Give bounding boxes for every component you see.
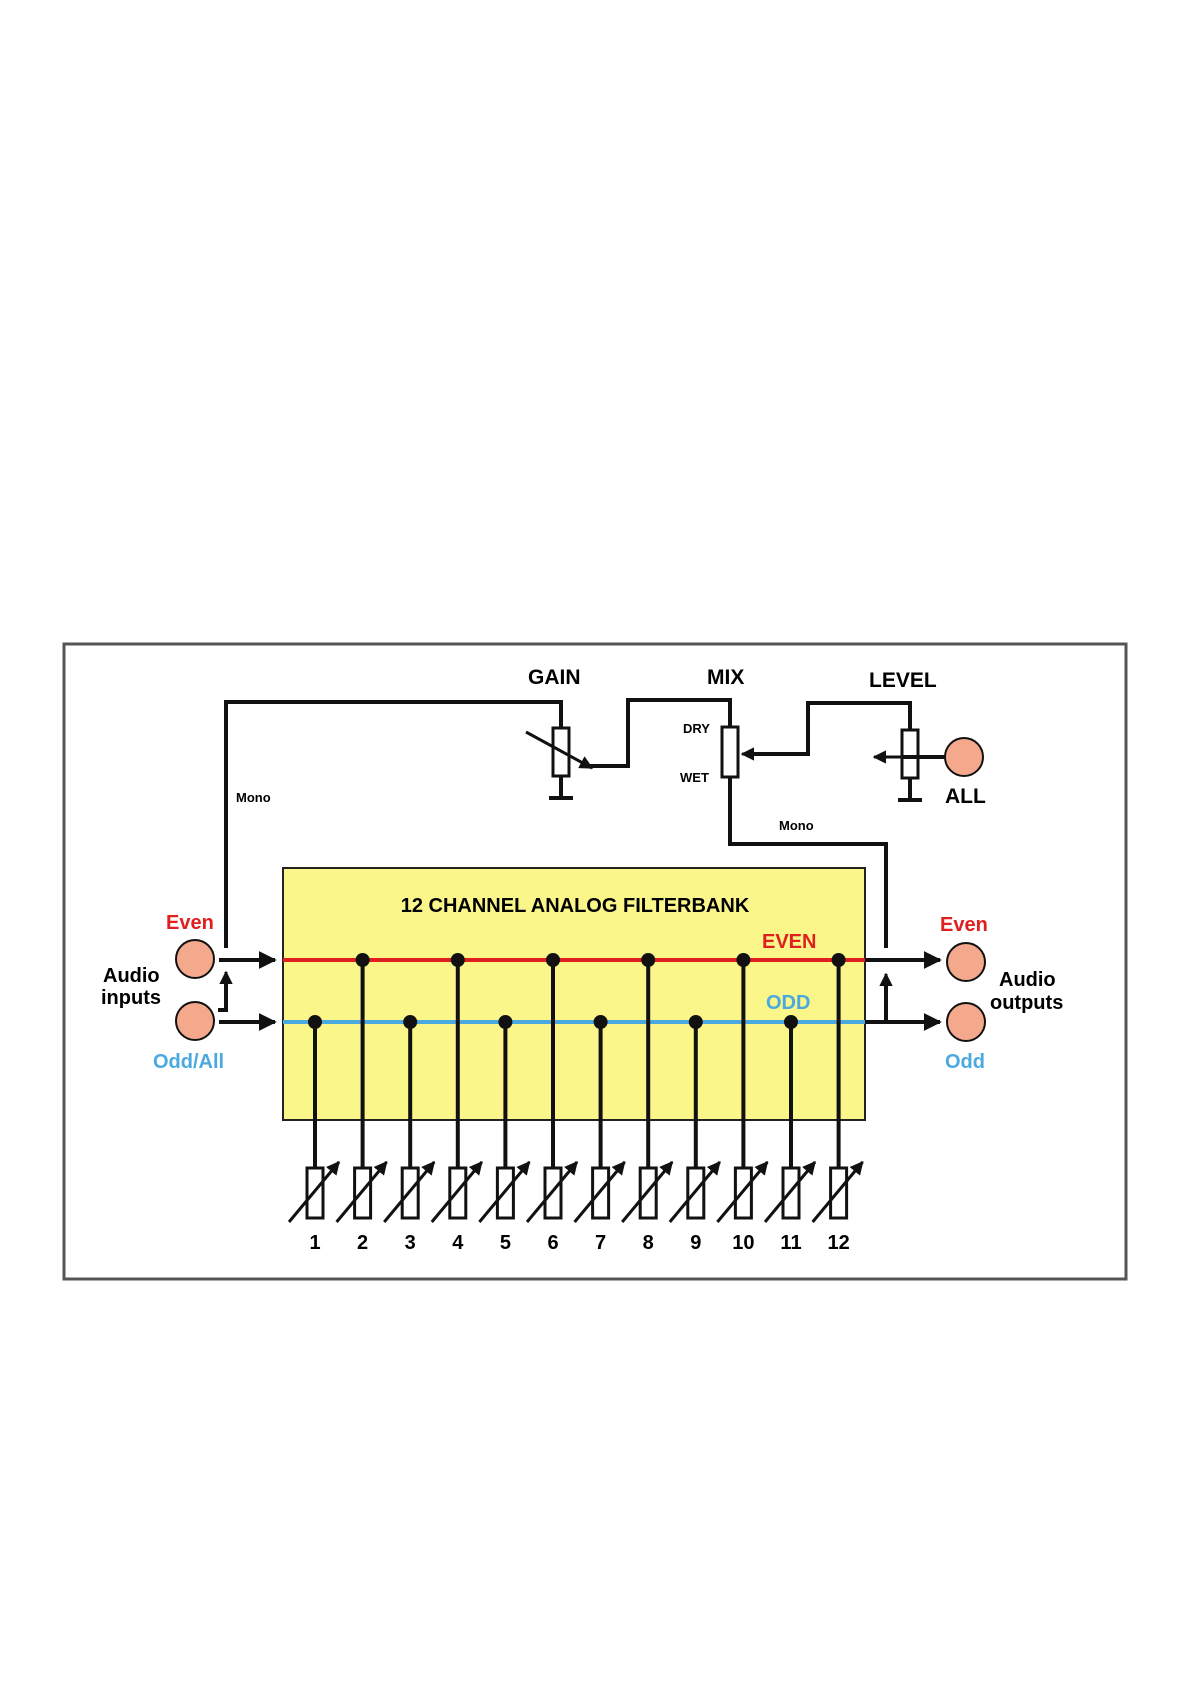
all-level-knob[interactable] (945, 738, 983, 776)
channel-7-bus-junction (594, 1015, 608, 1029)
even-input-jack[interactable] (176, 940, 214, 978)
channel-6-number: 6 (547, 1232, 558, 1254)
audio-inputs-label-line2: inputs (101, 987, 161, 1009)
wet-label: WET (680, 770, 709, 785)
channel-10-bus-junction (736, 953, 750, 967)
channel-1-bus-junction (308, 1015, 322, 1029)
channel-11-bus-junction (784, 1015, 798, 1029)
channel-3-bus-junction (403, 1015, 417, 1029)
audio-inputs-label-line1: Audio (103, 965, 160, 987)
level-potentiometer (902, 730, 918, 778)
channel-1-number: 1 (309, 1232, 320, 1254)
channel-2-bus-junction (356, 953, 370, 967)
even-output-jack[interactable] (947, 943, 985, 981)
audio-outputs-label-line1: Audio (999, 969, 1056, 991)
level-label: LEVEL (869, 669, 937, 692)
level-to-mix-wire (745, 703, 910, 754)
even-output-label: Even (940, 914, 988, 936)
mix-label: MIX (707, 666, 744, 689)
channel-8-number: 8 (643, 1232, 654, 1254)
channel-10-number: 10 (732, 1232, 754, 1254)
odd-input-jack[interactable] (176, 1002, 214, 1040)
channel-9-bus-junction (689, 1015, 703, 1029)
channel-5-bus-junction (498, 1015, 512, 1029)
channel-5-number: 5 (500, 1232, 511, 1254)
odd-input-label: Odd/All (153, 1051, 224, 1073)
channel-7-number: 7 (595, 1232, 606, 1254)
filterbank-title: 12 CHANNEL ANALOG FILTERBANK (401, 895, 750, 917)
even-bus-label: EVEN (762, 931, 816, 953)
channel-2-number: 2 (357, 1232, 368, 1254)
mono-input-label: Mono (236, 790, 271, 805)
channel-12-number: 12 (827, 1232, 849, 1254)
odd-bus-label: ODD (766, 992, 810, 1014)
channel-12-bus-junction (832, 953, 846, 967)
channel-3-number: 3 (405, 1232, 416, 1254)
even-input-label: Even (166, 912, 214, 934)
all-label: ALL (945, 785, 986, 808)
channel-11-number: 11 (780, 1232, 801, 1254)
channel-4-bus-junction (451, 953, 465, 967)
channel-4-number: 4 (452, 1232, 464, 1254)
audio-outputs-label-line2: outputs (990, 992, 1063, 1014)
dry-label: DRY (683, 721, 710, 736)
channel-9-number: 9 (690, 1232, 701, 1254)
mono-output-label: Mono (779, 818, 814, 833)
gain-label: GAIN (528, 666, 581, 689)
odd-output-jack[interactable] (947, 1003, 985, 1041)
mix-potentiometer (722, 727, 738, 777)
odd-output-label: Odd (945, 1051, 985, 1073)
channel-6-bus-junction (546, 953, 560, 967)
channel-8-bus-junction (641, 953, 655, 967)
